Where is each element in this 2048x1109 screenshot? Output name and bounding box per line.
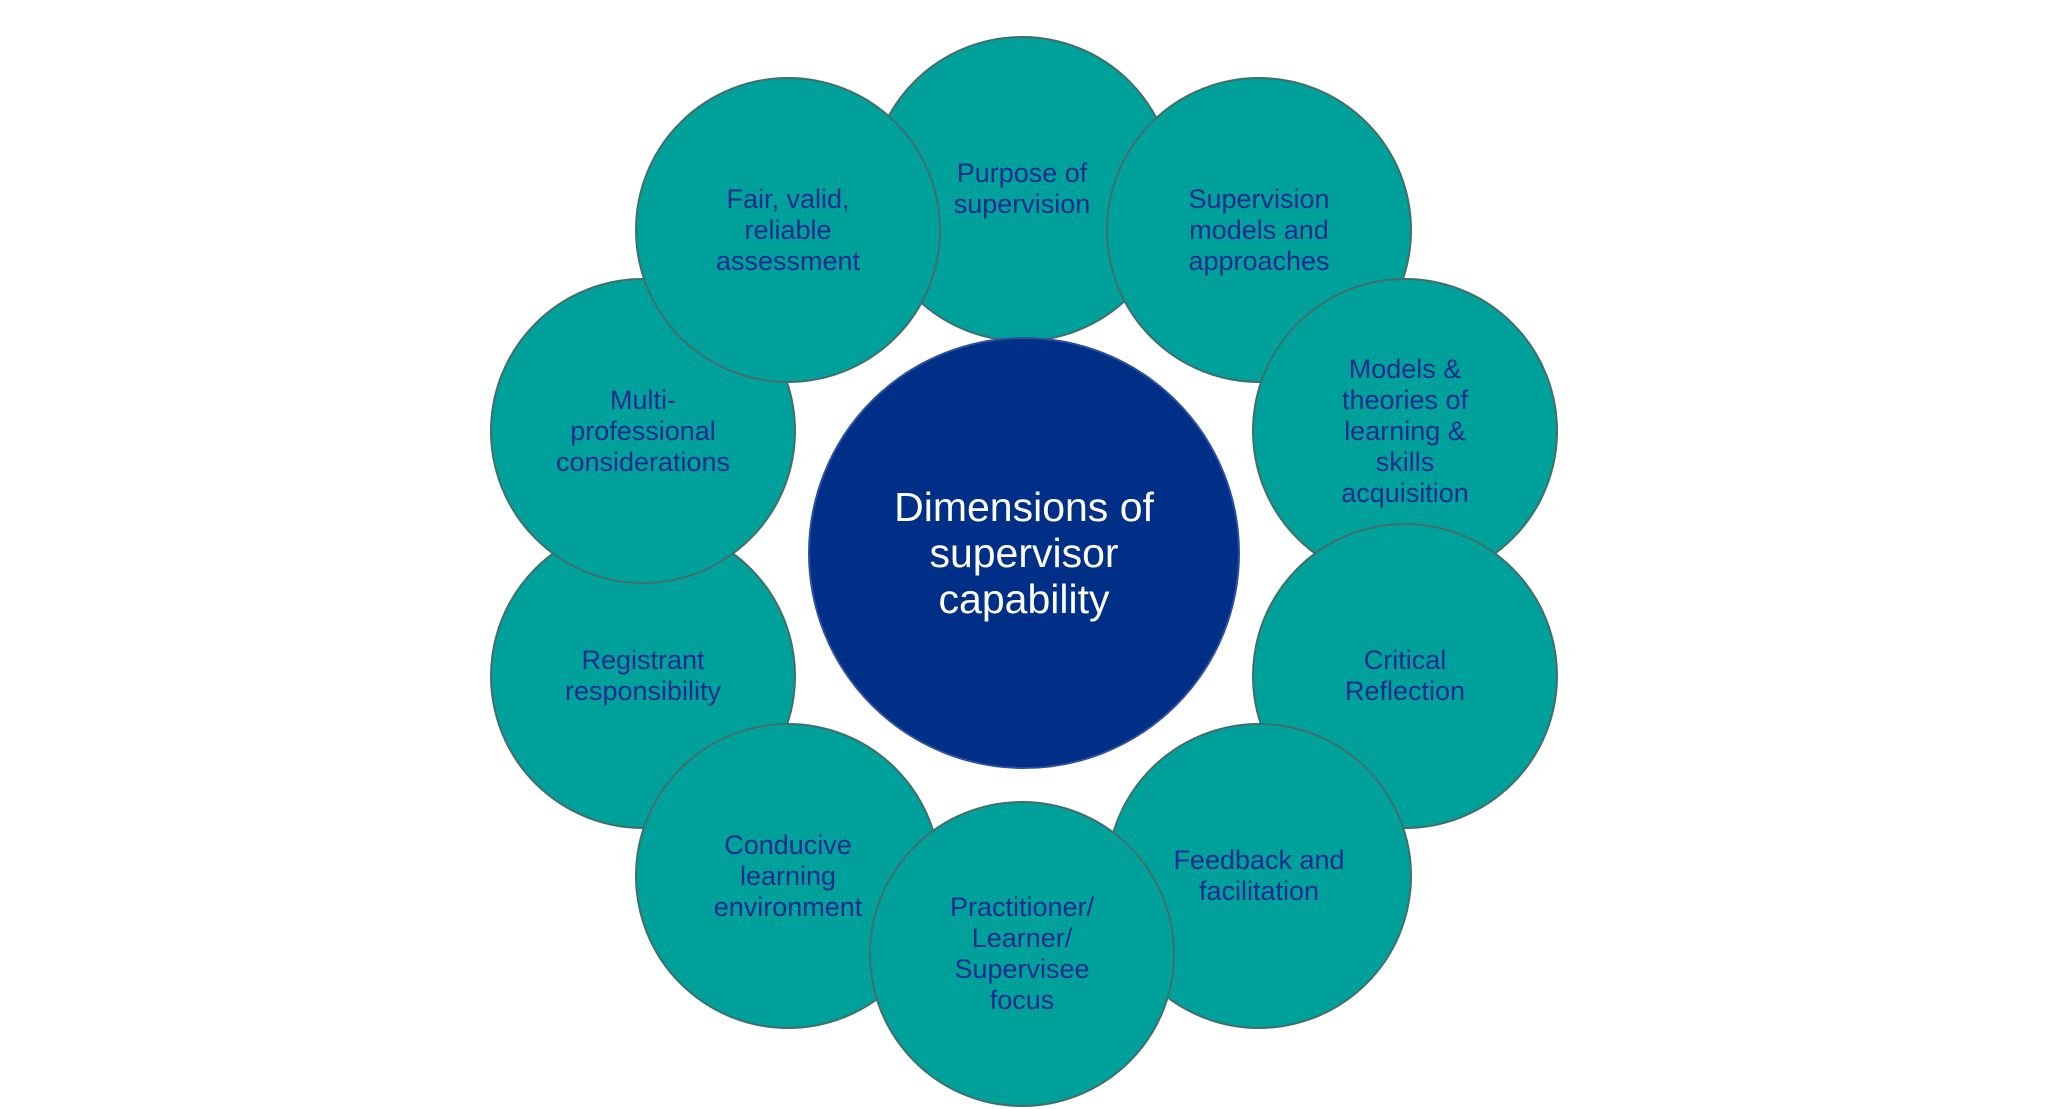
center-hub: Dimensions of supervisor capability xyxy=(808,337,1240,769)
dimension-label: Registrant responsibility xyxy=(564,645,722,706)
dimension-label: Multi- professional considerations xyxy=(555,384,731,477)
dimension-label: Supervision models and approaches xyxy=(1188,183,1330,276)
dimension-practitioner-focus: Practitioner/ Learner/ Supervisee focus xyxy=(869,801,1175,1107)
dimension-label: Practitioner/ Learner/ Supervisee focus xyxy=(949,892,1095,1015)
dimension-label: Feedback and facilitation xyxy=(1173,845,1345,906)
dimension-label: Critical Reflection xyxy=(1344,645,1466,706)
dimension-label: Fair, valid, reliable assessment xyxy=(715,183,861,276)
center-title: Dimensions of supervisor capability xyxy=(894,484,1154,622)
dimension-fair-assessment: Fair, valid, reliable assessment xyxy=(635,77,941,383)
dimension-label: Models & theories of learning & skills a… xyxy=(1341,353,1469,508)
dimension-label: Purpose of supervision xyxy=(953,158,1091,219)
dimension-label: Conducive learning environment xyxy=(713,829,863,922)
